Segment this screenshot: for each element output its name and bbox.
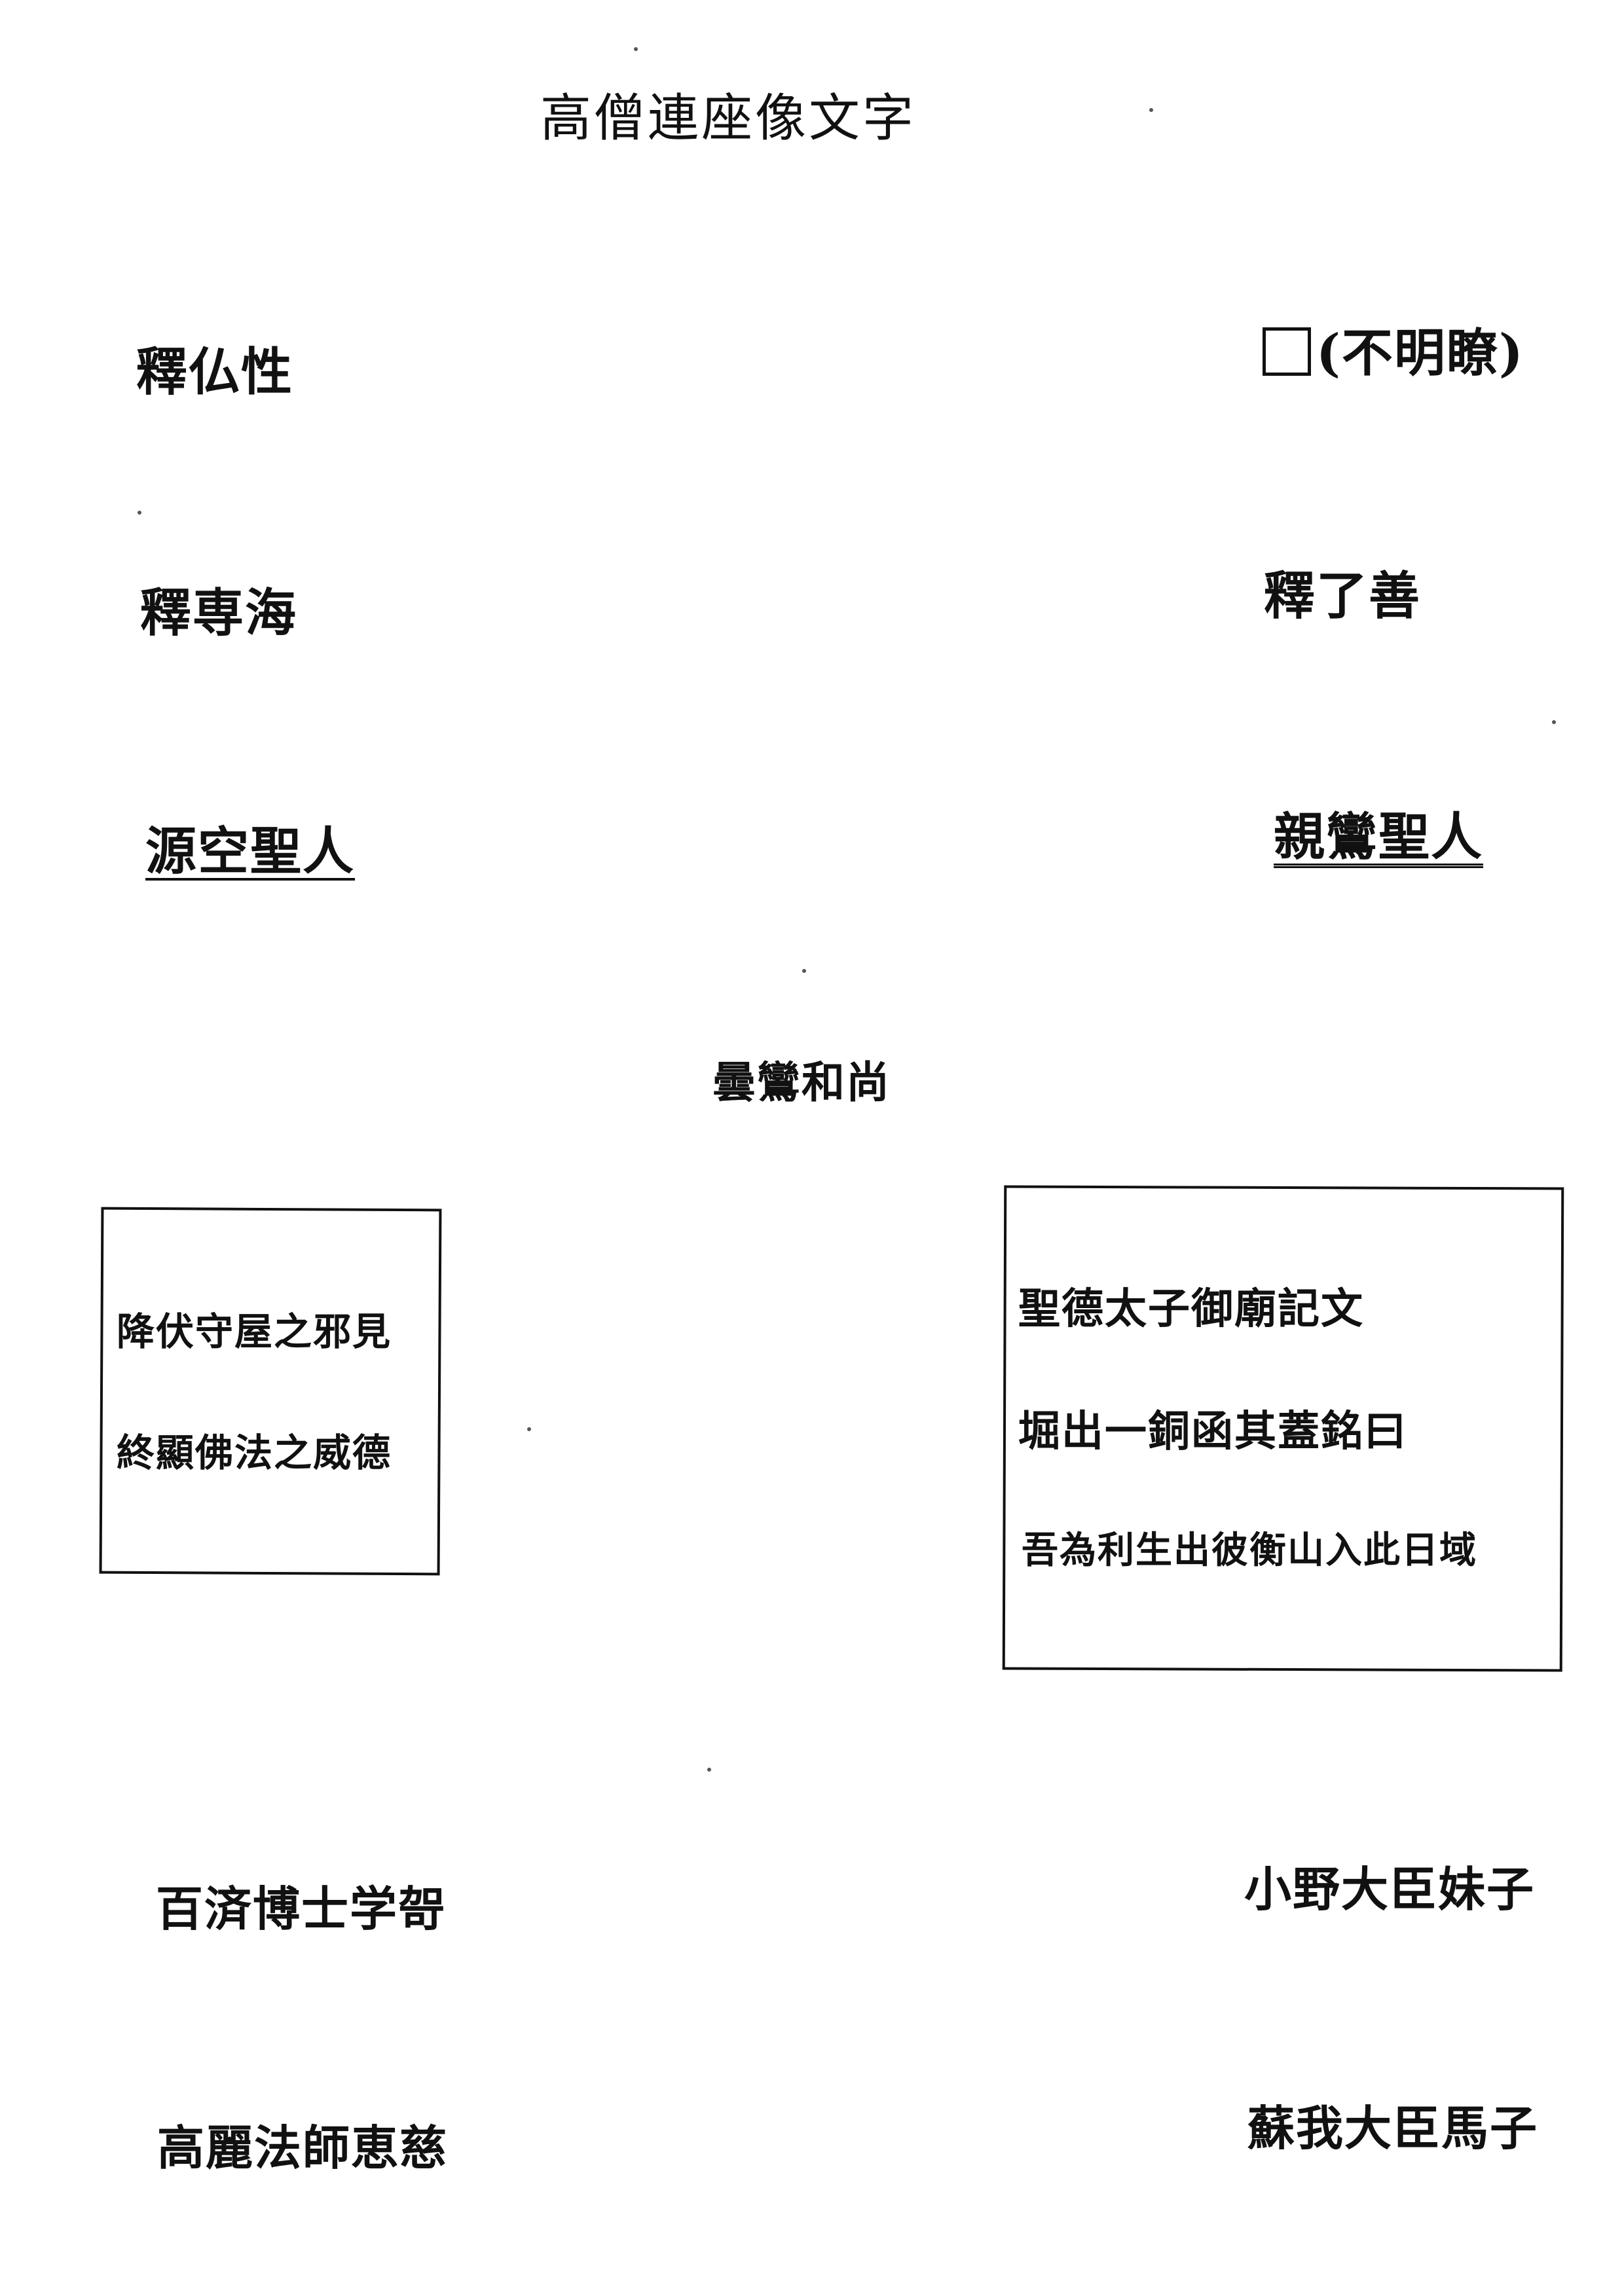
inscription-box-left: [99, 1207, 442, 1576]
scan-speck: [1149, 108, 1153, 112]
name-shaku-senkai: 釋専海: [140, 583, 298, 643]
name-unclear: (不明瞭): [1263, 327, 1524, 379]
name-shinran-shonin: 親鸞聖人: [1274, 807, 1484, 867]
scan-speck: [707, 1768, 711, 1772]
name-soga-no-umako: 蘇我大臣馬子: [1247, 2100, 1539, 2156]
unclear-character-box: [1263, 327, 1311, 376]
name-ono-no-imoko: 小野大臣妹子: [1244, 1861, 1536, 1917]
inscription-right-line-3: 吾為利生出彼衡山入此日域: [1022, 1529, 1477, 1572]
inscription-right-line-1: 聖德太子御廟記文: [1018, 1285, 1364, 1334]
inscription-left-line-2: 終顯佛法之威德: [117, 1430, 392, 1475]
scan-speck: [527, 1427, 531, 1431]
page-title: 高僧連座像文字: [540, 89, 917, 148]
scan-speck: [1552, 720, 1556, 724]
name-shaku-bussho: 釋仏性: [136, 342, 294, 402]
unclear-note: (不明瞭): [1316, 323, 1524, 383]
name-genku-shonin: 源空聖人: [145, 822, 356, 881]
name-koma-hoshi-eji: 高麗法師恵慈: [157, 2120, 449, 2176]
scan-speck: [138, 511, 141, 515]
name-shaku-ryozen: 釋了善: [1264, 566, 1422, 626]
name-donran-osho: 曇鸞和尚: [712, 1057, 891, 1108]
inscription-left-line-1: 降伏守屋之邪見: [117, 1309, 392, 1354]
name-kudara-hakase: 百済博士学哿: [156, 1881, 447, 1937]
scan-speck: [634, 47, 638, 51]
scan-speck: [802, 969, 806, 973]
inscription-right-line-2: 堀出一銅函其蓋銘曰: [1018, 1407, 1407, 1456]
